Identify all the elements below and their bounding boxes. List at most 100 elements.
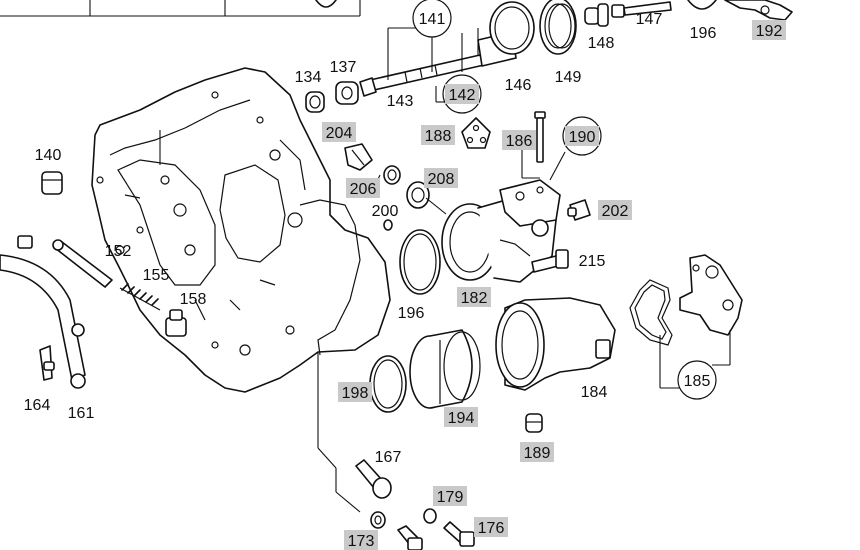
part-number: 140	[35, 147, 62, 164]
table-fragment	[0, 0, 361, 17]
part-148-nut	[584, 3, 609, 27]
highlight-box	[445, 84, 479, 104]
part-number: 143	[387, 93, 414, 110]
part-215-bolt	[531, 249, 569, 273]
part-label-200: 200	[372, 203, 399, 220]
part-161-lever	[0, 235, 86, 389]
part-number: 215	[579, 253, 606, 270]
part-185-gasket	[629, 279, 673, 346]
part-label-152: 152	[105, 243, 132, 260]
part-number: 158	[180, 291, 207, 308]
part-label-179: 179	[433, 486, 467, 506]
part-number: 182	[461, 290, 488, 307]
part-label-202: 202	[598, 200, 632, 220]
part-184-housing	[495, 297, 616, 391]
part-number: 155	[143, 267, 170, 284]
part-label-206: 206	[346, 178, 380, 198]
highlight-box	[421, 125, 455, 145]
part-label-161: 161	[68, 405, 95, 422]
part-label-215: 215	[579, 253, 606, 270]
part-label-184: 184	[581, 384, 608, 401]
part-label-194: 194	[444, 407, 478, 427]
part-number: 196	[690, 25, 717, 42]
highlight-box	[322, 122, 356, 142]
callout-circle	[412, 0, 452, 38]
part-label-196b: 196	[398, 305, 425, 322]
part-number: 141	[419, 11, 446, 28]
part-label-134: 134	[295, 69, 322, 86]
part-137-bushing	[335, 81, 359, 105]
part-label-182: 182	[457, 287, 491, 307]
part-label-196a: 196	[690, 25, 717, 42]
part-208-sleeve	[406, 181, 430, 209]
part-194-sleeve	[409, 329, 481, 409]
part-number: 194	[448, 410, 475, 427]
part-number: 200	[372, 203, 399, 220]
highlight-box	[457, 287, 491, 307]
part-number: 137	[330, 59, 357, 76]
part-label-140: 140	[35, 147, 62, 164]
part-164-clip	[39, 345, 55, 381]
part-number: 147	[636, 11, 663, 28]
part-label-141: 141	[412, 0, 452, 38]
part-number: 188	[425, 128, 452, 145]
part-140-bushing	[41, 171, 63, 195]
part-number: 184	[581, 384, 608, 401]
part-label-190: 190	[562, 116, 602, 156]
part-number: 206	[350, 181, 377, 198]
highlight-box	[520, 442, 554, 462]
part-label-155: 155	[143, 267, 170, 284]
part-149-ring	[539, 0, 577, 55]
part-number: 142	[449, 87, 476, 104]
gearbox-housing	[91, 67, 391, 393]
part-label-142: 142	[442, 74, 482, 114]
part-number: 202	[602, 203, 629, 220]
part-155-spring	[119, 283, 161, 311]
highlight-box	[338, 382, 372, 402]
part-167-bolt	[355, 459, 392, 499]
part-198-oring	[369, 355, 407, 413]
part-185-bracket	[679, 254, 743, 336]
part-label-185: 185	[677, 360, 717, 400]
part-label-204: 204	[322, 122, 356, 142]
part-label-137: 137	[330, 59, 357, 76]
part-173-washer	[370, 511, 386, 529]
part-173-fitting	[397, 525, 423, 550]
leader-lines	[159, 27, 731, 513]
part-number: 176	[478, 520, 505, 537]
part-label-186: 186	[502, 130, 536, 150]
part-label-146: 146	[505, 77, 532, 94]
part-label-188: 188	[421, 125, 455, 145]
highlight-box	[752, 20, 786, 40]
part-number: 185	[684, 373, 711, 390]
part-200-oring	[383, 219, 393, 231]
part-188-plate	[461, 117, 491, 149]
part-number: 146	[505, 77, 532, 94]
part-202-plug	[567, 199, 591, 221]
part-number: 149	[555, 69, 582, 86]
highlight-box	[444, 407, 478, 427]
highlight-box	[424, 168, 458, 188]
part-196-top-ring	[687, 0, 717, 10]
highlight-box	[502, 130, 536, 150]
part-147-bolt	[611, 1, 672, 18]
part-number: 164	[24, 397, 51, 414]
part-number: 190	[569, 129, 596, 146]
callout-circle	[677, 360, 717, 400]
part-label-167: 167	[375, 449, 402, 466]
part-label-143: 143	[387, 93, 414, 110]
part-number: 204	[326, 125, 353, 142]
part-176-bolt	[443, 521, 475, 547]
part-label-158: 158	[180, 291, 207, 308]
highlight-box	[433, 486, 467, 506]
part-192-bracket	[724, 0, 793, 21]
part-label-147: 147	[636, 11, 663, 28]
part-158-plug	[165, 309, 187, 337]
highlight-box	[565, 126, 599, 146]
part-number: 198	[342, 385, 369, 402]
part-number: 189	[524, 445, 551, 462]
part-196-oring	[399, 229, 441, 295]
